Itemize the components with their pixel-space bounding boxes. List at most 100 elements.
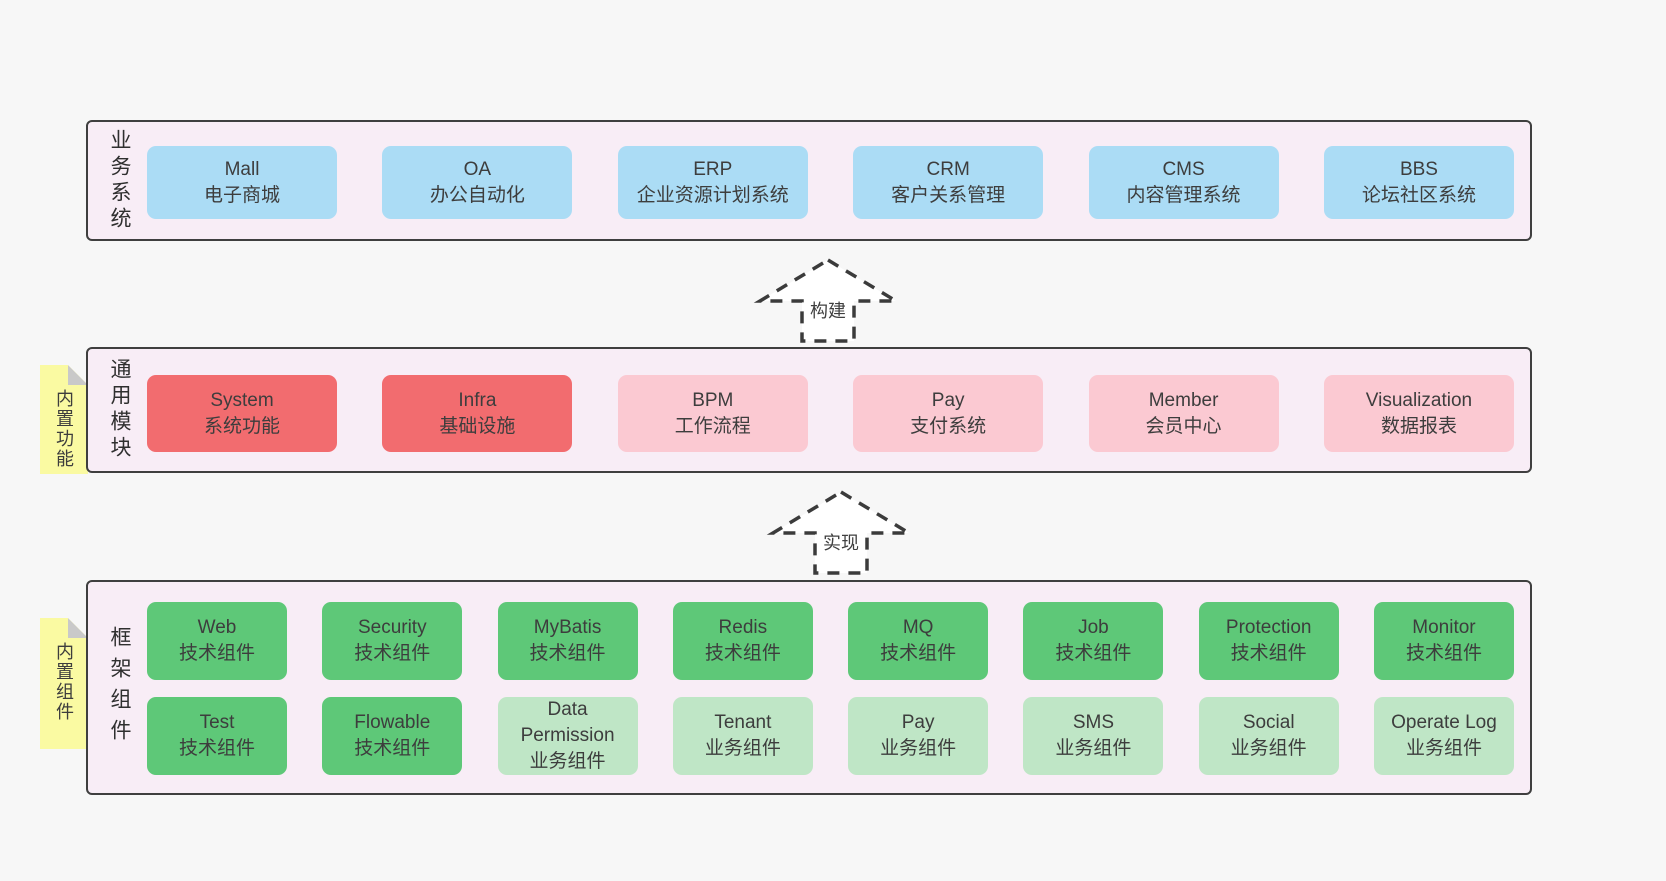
box-title: BBS: [1399, 158, 1438, 180]
box-web: Web 技术组件: [147, 602, 287, 680]
box-tenant: Tenant 业务组件: [672, 697, 813, 775]
box-subtitle: 内容管理系统: [1126, 184, 1241, 206]
box-title: MQ: [902, 617, 934, 638]
box-title: Web: [197, 617, 237, 638]
box-title: Pay: [931, 389, 965, 411]
box-title: Monitor: [1412, 617, 1476, 638]
box-job: Job 技术组件: [1023, 602, 1164, 680]
box-title: Data Permission: [520, 699, 615, 746]
sticky-note-built-in-features: 内置功能: [40, 365, 88, 474]
box-cms: CMS 内容管理系统: [1088, 146, 1279, 219]
box-subtitle: 企业资源计划系统: [636, 184, 789, 206]
box-crm: CRM 客户关系管理: [853, 146, 1044, 219]
box-title: Social: [1242, 712, 1295, 733]
box-title: Infra: [458, 389, 497, 411]
box-title: Test: [199, 712, 235, 733]
box-subtitle: 技术组件: [704, 643, 781, 664]
box-subtitle: 技术组件: [1405, 643, 1482, 664]
box-bbs: BBS 论坛社区系统: [1323, 146, 1514, 219]
box-title: OA: [463, 158, 492, 180]
box-subtitle: 支付系统: [910, 415, 987, 437]
sticky-note-label: 内置功能: [54, 389, 74, 469]
box-redis: Redis 技术组件: [672, 602, 813, 680]
sticky-note-label: 内置组件: [54, 642, 74, 722]
box-subtitle: 技术组件: [1055, 643, 1132, 664]
box-flowable: Flowable 技术组件: [322, 697, 463, 775]
box-title: Flowable: [354, 712, 431, 733]
box-title: Tenant: [714, 712, 772, 733]
box-title: CRM: [926, 158, 970, 180]
box-title: SMS: [1072, 712, 1114, 733]
box-subtitle: 技术组件: [354, 643, 431, 664]
box-row: Mall 电子商城 OA 办公自动化 ERP 企业资源计划系统 CRM 客户关系管理 CMS 内容…: [147, 146, 1514, 219]
box-title: Redis: [718, 617, 768, 638]
box-pay: Pay 支付系统: [853, 375, 1044, 452]
box-erp: ERP 企业资源计划系统: [617, 146, 808, 219]
arrow-label-build: 构建: [810, 301, 846, 321]
box-test: Test 技术组件: [147, 697, 287, 775]
up-arrow-shape: [766, 489, 916, 575]
sticky-note-built-in-components: 内置组件: [40, 618, 88, 749]
section-label-framework-components: 框架组件: [108, 625, 131, 750]
box-title: CMS: [1162, 158, 1205, 180]
box-subtitle: 业务组件: [880, 738, 957, 759]
box-title: System: [210, 389, 274, 411]
box-subtitle: 技术组件: [178, 738, 255, 759]
box-subtitle: 数据报表: [1380, 415, 1457, 437]
box-mq: MQ 技术组件: [848, 602, 989, 680]
box-visualization: Visualization 数据报表: [1323, 375, 1514, 452]
box-infra: Infra 基础设施: [382, 375, 573, 452]
section-label-common-modules: 通用模块: [108, 358, 131, 462]
arrow-label-implement: 实现: [823, 533, 859, 553]
box-title: Job: [1078, 617, 1109, 638]
box-monitor: Monitor 技术组件: [1373, 602, 1514, 680]
box-title: Member: [1148, 389, 1219, 411]
box-pay: Pay 业务组件: [848, 697, 989, 775]
box-title: BPM: [692, 389, 734, 411]
box-title: ERP: [693, 158, 733, 180]
box-mall: Mall 电子商城: [147, 146, 337, 219]
box-subtitle: 业务组件: [704, 738, 781, 759]
section-label-business-systems: 业务系统: [108, 128, 131, 233]
box-subtitle: 会员中心: [1145, 415, 1222, 437]
box-bpm: BPM 工作流程: [617, 375, 808, 452]
box-subtitle: 电子商城: [203, 184, 280, 206]
box-data-permission: Data Permission 业务组件: [497, 697, 638, 775]
box-subtitle: 技术组件: [880, 643, 957, 664]
box-subtitle: 业务组件: [1055, 738, 1132, 759]
box-title: MyBatis: [533, 617, 602, 638]
box-subtitle: 办公自动化: [429, 184, 525, 206]
box-subtitle: 客户关系管理: [891, 184, 1006, 206]
box-subtitle: 技术组件: [178, 643, 255, 664]
box-title: Mall: [224, 158, 260, 180]
box-title: Pay: [901, 712, 935, 733]
box-subtitle: 技术组件: [354, 738, 431, 759]
business-systems-container: 业务系统 Mall 电子商城 OA 办公自动化 ERP 企业资源计划系统 CRM 客户关系管理…: [86, 120, 1532, 241]
box-subtitle: 技术组件: [529, 643, 606, 664]
box-subtitle: 工作流程: [674, 415, 751, 437]
box-sms: SMS 业务组件: [1023, 697, 1164, 775]
box-subtitle: 论坛社区系统: [1361, 184, 1476, 206]
box-oa: OA 办公自动化: [382, 146, 573, 219]
box-member: Member 会员中心: [1088, 375, 1279, 452]
build-arrow: 构建: [753, 257, 903, 343]
box-subtitle: 业务组件: [529, 751, 606, 772]
box-title: Visualization: [1365, 389, 1473, 411]
box-subtitle: 基础设施: [439, 415, 516, 437]
note-fold-corner: [68, 365, 88, 385]
box-subtitle: 业务组件: [1405, 738, 1482, 759]
box-mybatis: MyBatis 技术组件: [497, 602, 638, 680]
box-subtitle: 技术组件: [1230, 643, 1307, 664]
